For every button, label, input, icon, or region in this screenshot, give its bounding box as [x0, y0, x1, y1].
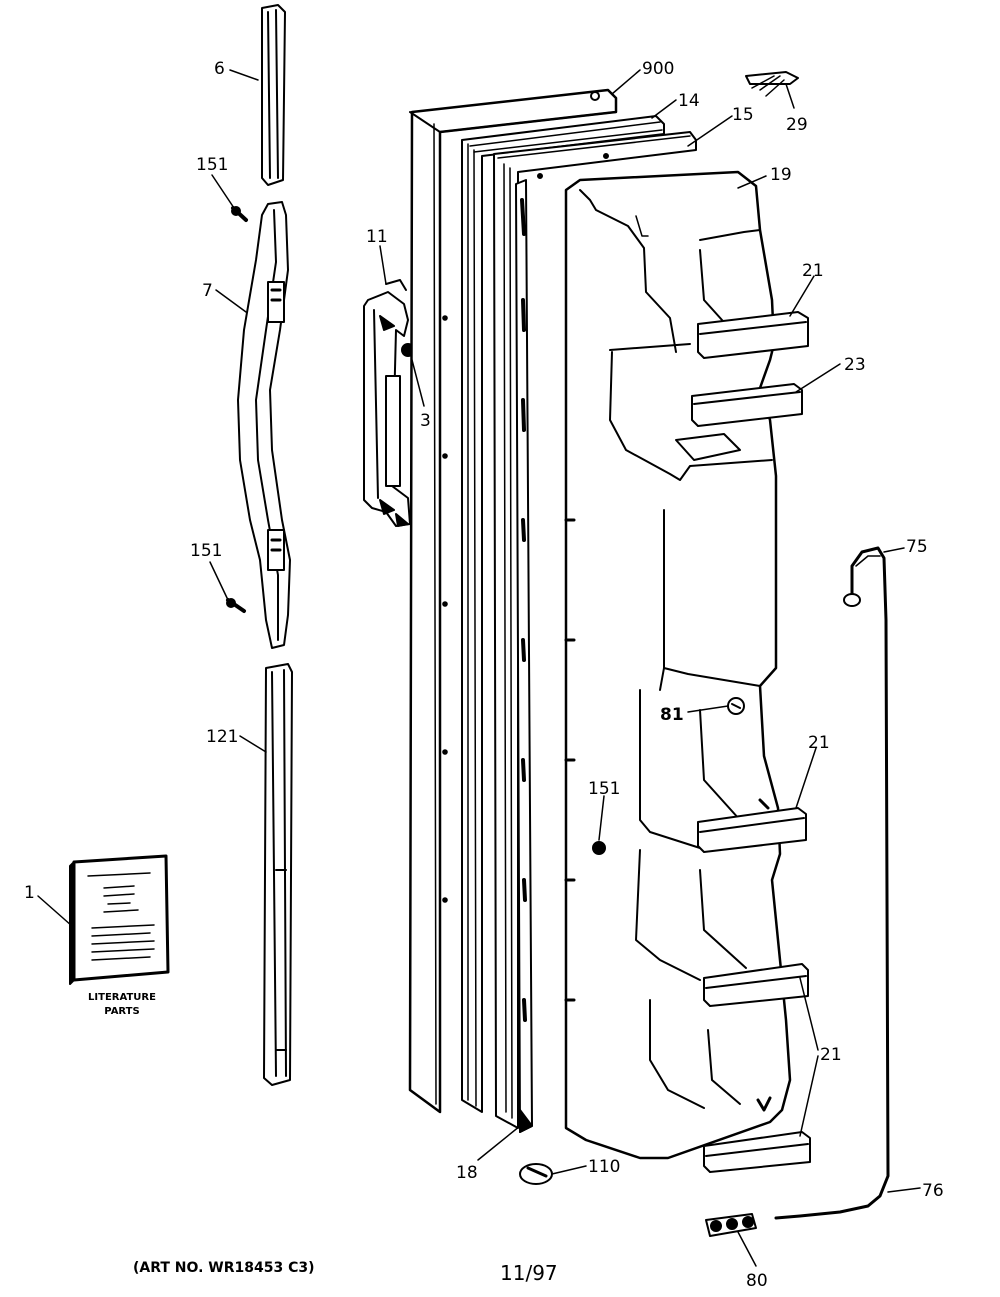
callout-3: 3 [420, 411, 431, 431]
liner-plug [727, 697, 745, 715]
callout-15: 15 [732, 105, 754, 125]
callout-21-middle: 21 [808, 733, 830, 753]
clip-part [745, 71, 799, 97]
callout-151-lower: 151 [190, 541, 222, 561]
door-stop-bumper [519, 1163, 553, 1185]
callout-121: 121 [206, 727, 238, 747]
callout-151-center: 151 [588, 779, 620, 799]
inner-door-liner-frame [493, 131, 697, 1129]
screw-upper [231, 206, 248, 222]
trim-strip [515, 179, 533, 1133]
callout-19: 19 [770, 165, 792, 185]
outer-door-panel [408, 88, 618, 1114]
callout-76: 76 [922, 1181, 944, 1201]
callout-7: 7 [202, 281, 213, 301]
callout-labels: 6 151 7 151 121 1 11 3 900 14 15 29 19 2… [24, 59, 944, 1291]
callout-900: 900 [642, 59, 674, 79]
callout-23: 23 [844, 355, 866, 375]
screw-center [592, 841, 606, 855]
screw-lower [226, 598, 246, 613]
callout-151-upper: 151 [196, 155, 228, 175]
literature-caption-line2: PARTS [104, 1006, 139, 1017]
literature-caption-line1: LITERATURE [88, 992, 156, 1003]
door-shelf-bin-21-lower-b [703, 1131, 811, 1173]
callout-29: 29 [786, 115, 808, 135]
door-handle [237, 201, 291, 649]
callout-11: 11 [366, 227, 388, 247]
date-code: 11/97 [500, 1261, 558, 1285]
art-number: (ART NO. WR18453 C3) [133, 1260, 315, 1276]
door-shelf-bin-23 [691, 383, 803, 427]
callout-14: 14 [678, 91, 700, 111]
callout-21-upper: 21 [802, 261, 824, 281]
leader-lines [37, 69, 921, 1267]
callout-21-lower: 21 [820, 1045, 842, 1065]
callout-75: 75 [906, 537, 928, 557]
handle-top-cap [261, 4, 286, 186]
door-shelf-bin-21-lower-a [703, 963, 809, 1007]
hinge-bracket [363, 279, 411, 527]
heater-wire [774, 546, 890, 1220]
door-shelf-bin-21-upper [697, 311, 809, 359]
callout-81: 81 [660, 705, 684, 725]
callout-80: 80 [746, 1271, 768, 1291]
literature-booklet [69, 854, 170, 985]
callout-6: 6 [214, 59, 225, 79]
door-shelf-bin-21-middle [697, 807, 807, 853]
handle-bottom-cap [263, 663, 293, 1086]
callout-18: 18 [456, 1163, 478, 1183]
wire-connector [705, 1213, 757, 1237]
callout-110: 110 [588, 1157, 620, 1177]
callout-1: 1 [24, 883, 35, 903]
